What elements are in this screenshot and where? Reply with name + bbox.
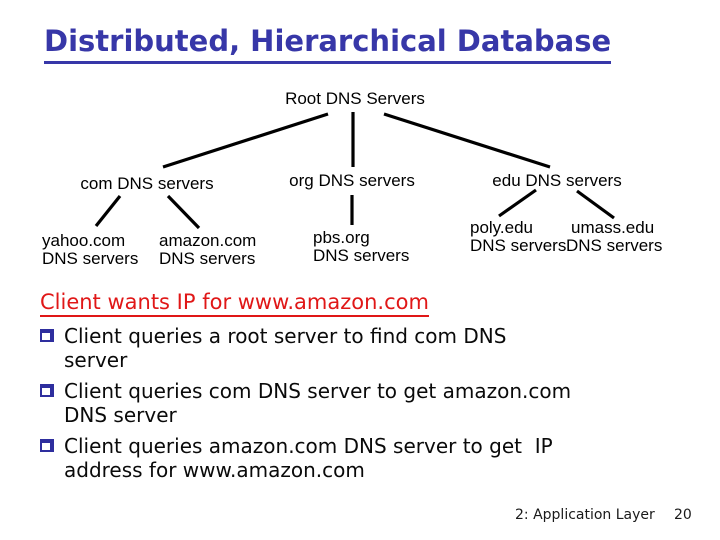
leaf-name: poly.edu: [470, 218, 534, 237]
leaf-name: pbs.org: [313, 228, 370, 247]
bullet-line: Client queries a root server to find com…: [64, 324, 507, 348]
leaf-sub: DNS servers: [159, 249, 256, 268]
tree-node-pbs: pbs.org DNS servers: [313, 229, 409, 265]
leaf-sub: DNS servers: [313, 246, 410, 265]
tree-node-com: com DNS servers: [80, 174, 214, 193]
bullet-line: address for www.amazon.com: [64, 458, 365, 482]
bullet-item: Client queries com DNS server to get ama…: [40, 379, 680, 427]
leaf-name: amazon.com: [159, 231, 257, 250]
bullet-text: Client queries amazon.com DNS server to …: [64, 434, 553, 482]
bullet-square-icon: [40, 329, 54, 342]
tree-node-umass: umass.edu DNS servers: [566, 219, 662, 255]
page-title: Distributed, Hierarchical Database: [44, 24, 612, 64]
leaf-name: umass.edu: [571, 218, 655, 237]
tree-node-poly: poly.edu DNS servers: [470, 219, 566, 255]
bullet-square-icon: [40, 439, 54, 452]
tree-node-root: Root DNS Servers: [285, 89, 425, 108]
edge-edu-umass: [576, 189, 615, 220]
bullet-line: server: [64, 348, 128, 372]
scenario-heading: Client wants IP for www.amazon.com: [40, 290, 429, 317]
bullet-line: DNS server: [64, 403, 177, 427]
edge-root-edu: [383, 112, 551, 169]
tree-node-org: org DNS servers: [289, 171, 415, 190]
footer-page-number: 20: [674, 507, 692, 523]
leaf-sub: DNS servers: [566, 236, 663, 255]
edge-edu-poly: [498, 188, 537, 218]
edge-com-amazon: [166, 194, 201, 230]
leaf-name: yahoo.com: [42, 231, 126, 250]
bullet-item: Client queries amazon.com DNS server to …: [40, 434, 680, 482]
leaf-sub: DNS servers: [42, 249, 139, 268]
bullet-item: Client queries a root server to find com…: [40, 324, 680, 372]
footer-section-label: 2: Application Layer: [515, 507, 655, 523]
tree-node-amazon: amazon.com DNS servers: [159, 232, 256, 268]
edge-root-com: [162, 112, 329, 169]
tree-node-edu: edu DNS servers: [492, 171, 622, 190]
tree-node-yahoo: yahoo.com DNS servers: [42, 232, 138, 268]
bullet-text: Client queries com DNS server to get ama…: [64, 379, 571, 427]
bullet-square-icon: [40, 384, 54, 397]
bullet-line: Client queries amazon.com DNS server to …: [64, 434, 553, 458]
bullet-line: Client queries com DNS server to get ama…: [64, 379, 572, 403]
bullet-text: Client queries a root server to find com…: [64, 324, 506, 372]
edge-com-yahoo: [94, 195, 122, 227]
leaf-sub: DNS servers: [470, 236, 567, 255]
